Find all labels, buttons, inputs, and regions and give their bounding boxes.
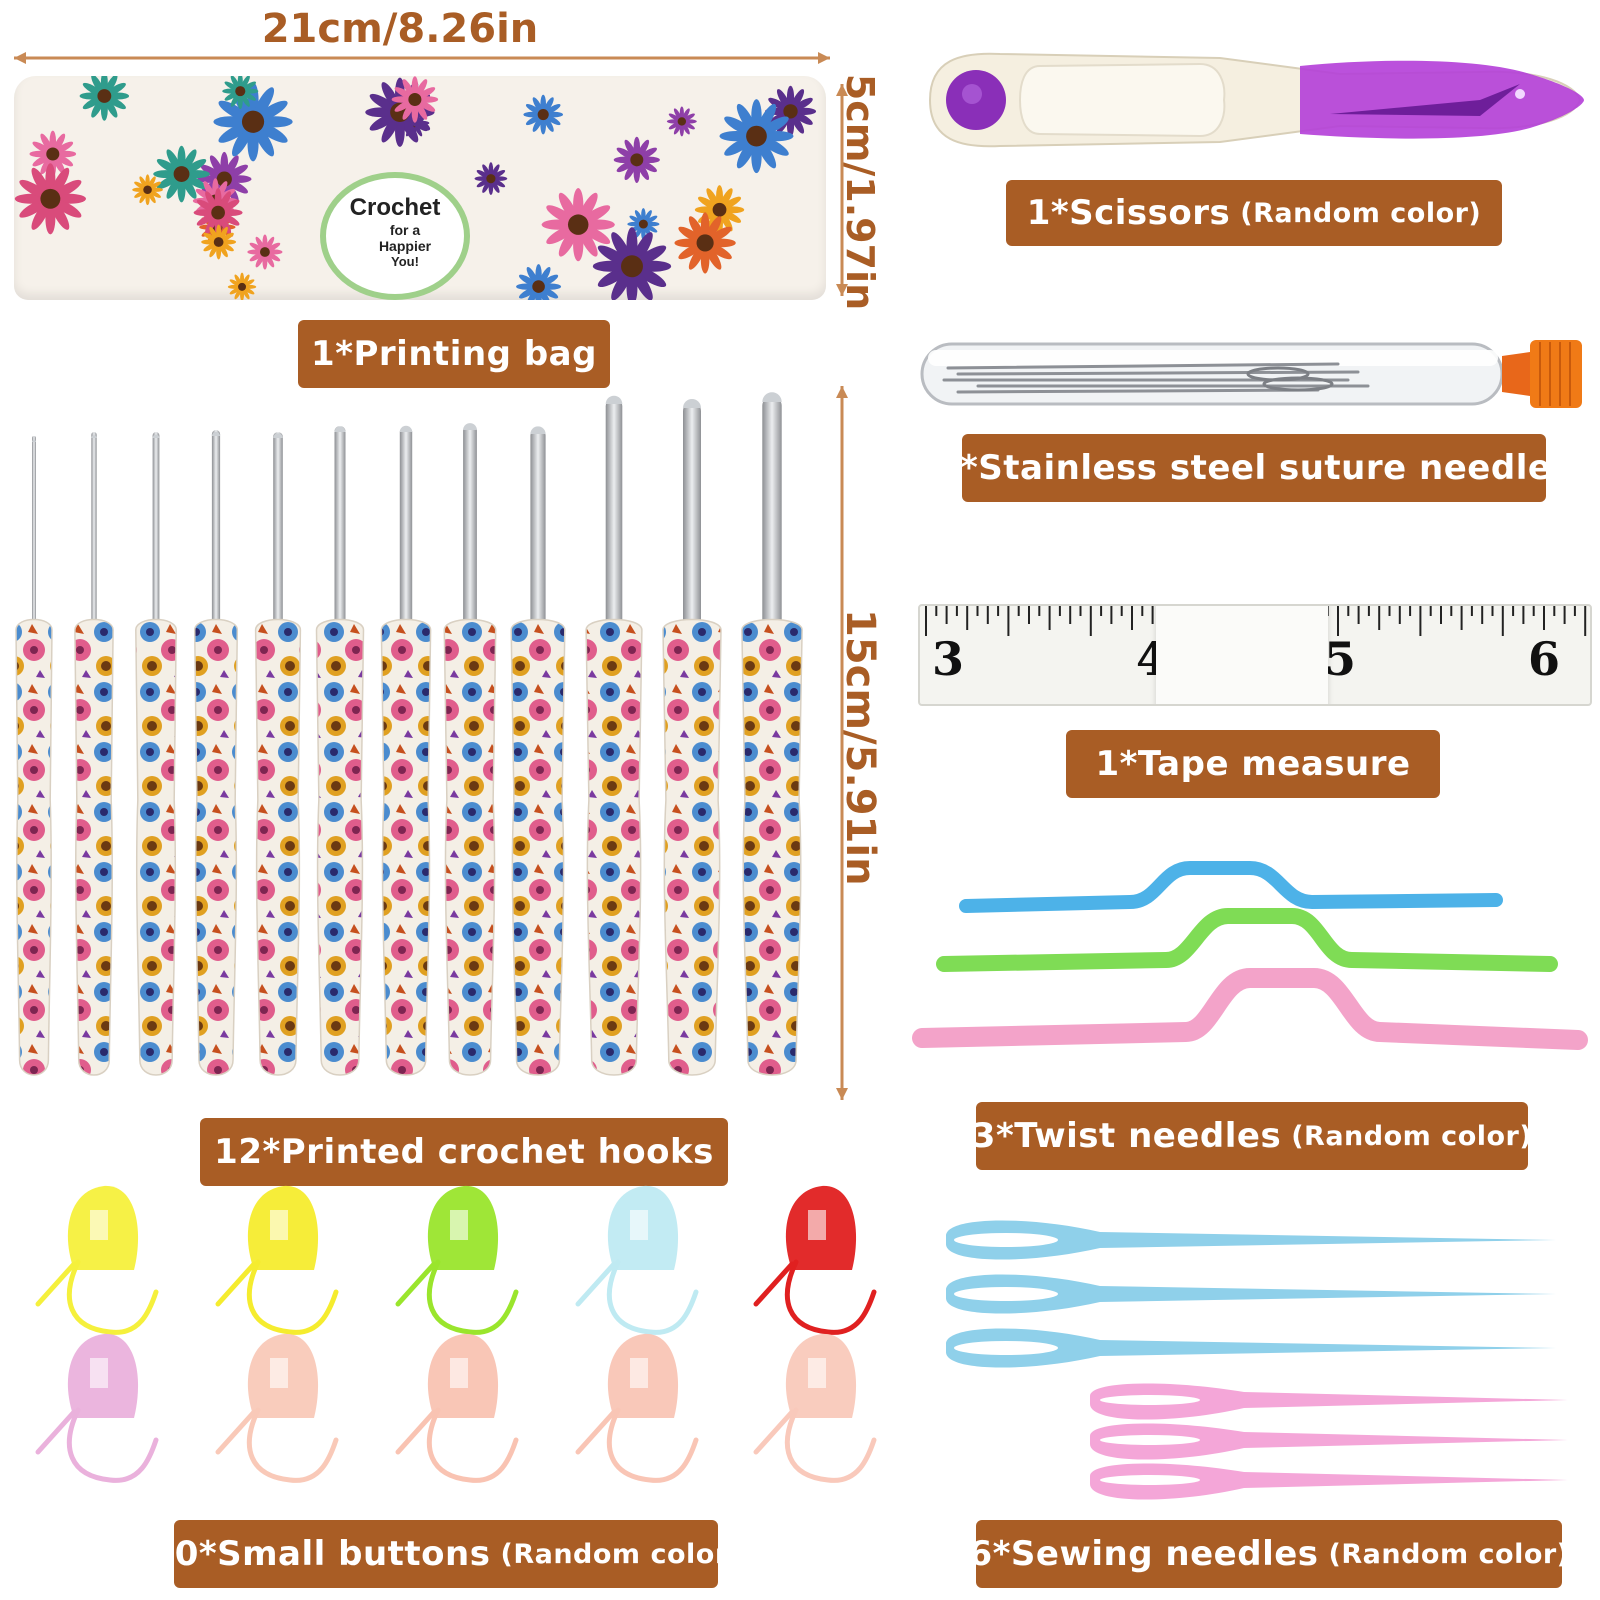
flower-print: [201, 224, 237, 260]
flower-print: [227, 272, 257, 300]
label-scissors: 1*Scissors (Random color): [1006, 180, 1502, 246]
tape-measure: 3 4 5 6: [918, 604, 1592, 706]
flower-print: [592, 227, 672, 300]
label-twist-needles-sub: (Random color): [1291, 1120, 1533, 1152]
flower-print: [474, 162, 508, 195]
flower-print: [541, 188, 615, 262]
crochet-hook: [380, 425, 432, 1076]
flower-print: [79, 76, 130, 121]
stitch-marker: [753, 1185, 877, 1335]
flower-print: [247, 234, 283, 270]
bag-width-label: 21cm/8.26in: [261, 6, 539, 52]
crochet-hook: [741, 392, 803, 1076]
tape-paper-band: [1156, 606, 1328, 704]
crochet-hook: [443, 423, 497, 1076]
sewing-needle: [946, 1274, 1556, 1314]
tape-number-5: 5: [1324, 632, 1357, 686]
sewing-needle: [946, 1328, 1556, 1368]
flower-print: [29, 130, 77, 178]
sewing-needle: [1090, 1423, 1568, 1460]
scissors: [928, 52, 1584, 148]
crochet-hook: [193, 430, 239, 1076]
sewing-needle: [1090, 1463, 1568, 1500]
sewing-needle: [946, 1220, 1556, 1260]
crochet-hook: [315, 426, 365, 1076]
crochet-hook: [135, 432, 177, 1076]
label-tape-measure-text: 1*Tape measure: [1095, 744, 1411, 784]
flower-print: [193, 188, 243, 238]
stitch-marker: [753, 1333, 877, 1483]
stitch-marker: [35, 1333, 159, 1483]
label-small-buttons-sub: (Random color): [500, 1538, 742, 1570]
stitch-marker: [215, 1185, 339, 1335]
tape-number-3: 3: [932, 632, 965, 686]
bag-height-label: 5cm/1.97in: [838, 73, 882, 311]
label-crochet-hooks: 12*Printed crochet hooks: [200, 1118, 728, 1186]
label-printing-bag: 1*Printing bag: [298, 320, 610, 388]
stitch-marker: [395, 1333, 519, 1483]
label-scissors-text: 1*Scissors: [1026, 193, 1231, 233]
flower-print: [132, 174, 163, 206]
label-sewing-needles-text: 6*Sewing needles: [968, 1534, 1319, 1574]
crochet-hooks: [15, 392, 803, 1076]
crochet-hook: [585, 395, 643, 1076]
label-printing-bag-text: 1*Printing bag: [311, 334, 597, 374]
bag-print-line3: You!: [391, 254, 419, 269]
stitch-marker: [395, 1185, 519, 1335]
flower-print: [391, 76, 439, 123]
stitch-marker: [35, 1185, 159, 1335]
label-tape-measure: 1*Tape measure: [1066, 730, 1440, 798]
flower-print: [222, 76, 259, 110]
tape-number-6: 6: [1528, 632, 1561, 686]
twist-needles: [912, 861, 1588, 1050]
crochet-hook: [254, 432, 302, 1076]
bag-print-line2: Happier: [378, 238, 432, 254]
label-twist-needles: 3*Twist needles (Random color): [972, 1102, 1532, 1170]
label-suture-needles: 9*Stainless steel suture needles: [936, 434, 1572, 502]
stitch-marker: [215, 1333, 339, 1483]
twist-needle-blue: [959, 861, 1503, 913]
flower-print: [213, 82, 293, 162]
flower-print: [516, 264, 562, 300]
label-sewing-needles-sub: (Random color): [1328, 1538, 1570, 1570]
floral-pattern: [14, 76, 817, 300]
bag-print-badge: Crochet for a Happier You!: [320, 172, 470, 300]
stitch-marker: [575, 1185, 699, 1335]
crochet-hook: [510, 426, 566, 1076]
crochet-hook: [74, 432, 114, 1076]
twist-needle-green: [936, 908, 1558, 972]
hook-length-label: 15cm/5.91in: [837, 609, 883, 886]
label-small-buttons-text: 10*Small buttons: [150, 1534, 491, 1574]
label-suture-needles-text: 9*Stainless steel suture needles: [935, 448, 1573, 488]
crochet-hook: [15, 436, 53, 1076]
flower-print: [719, 99, 794, 174]
stitch-markers: [35, 1185, 877, 1483]
flower-print: [153, 145, 210, 203]
bag-print-line1: for a: [389, 222, 421, 238]
label-twist-needles-text: 3*Twist needles: [971, 1116, 1282, 1156]
label-sewing-needles: 6*Sewing needles (Random color): [968, 1520, 1569, 1588]
crochet-hook: [662, 399, 722, 1076]
printing-bag: Crochet for a Happier You!: [14, 76, 826, 300]
label-scissors-sub: (Random color): [1240, 197, 1482, 229]
sewing-needle: [1090, 1383, 1568, 1420]
label-small-buttons: 10*Small buttons (Random color): [151, 1520, 741, 1588]
flower-print: [674, 212, 736, 274]
flower-print: [523, 94, 564, 135]
bag-print-title: Crochet: [349, 194, 441, 221]
stitch-marker: [575, 1333, 699, 1483]
sewing-needles: [946, 1220, 1568, 1500]
label-crochet-hooks-text: 12*Printed crochet hooks: [214, 1132, 714, 1172]
flower-print: [666, 106, 697, 137]
twist-needle-pink: [912, 968, 1588, 1050]
flower-print: [14, 163, 86, 235]
flower-print: [613, 136, 660, 183]
needle-tube: [920, 340, 1582, 408]
